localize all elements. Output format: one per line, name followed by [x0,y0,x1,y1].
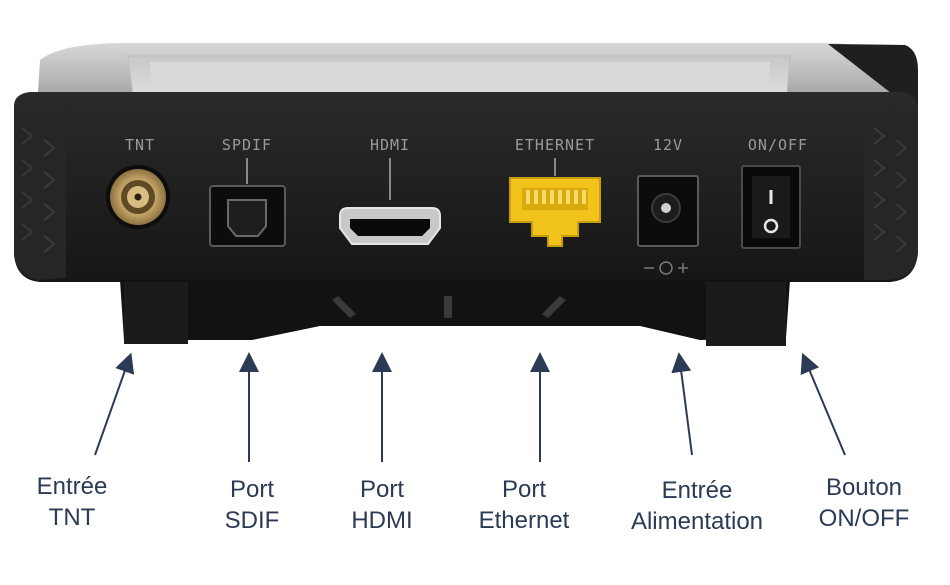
power-port-label: 12V [653,136,683,154]
polarity-symbol-icon [644,261,688,275]
callout-ethernet-line2: Ethernet [478,507,570,534]
spdif-optical-port[interactable] [209,158,286,247]
callout-power-line1: Entrée [661,477,733,504]
arrow-power [671,352,693,456]
arrow-onoff [800,352,846,456]
hdmi-port-label: HDMI [370,136,410,154]
callout-onoff: Bouton ON/OFF [800,472,928,534]
callout-onoff-line1: Bouton [825,474,903,501]
callout-ethernet: Port Ethernet [462,474,586,536]
callout-power: Entrée Alimentation [608,475,786,537]
onoff-port-label: ON/OFF [748,136,808,154]
callout-hdmi-line2: HDMI [351,507,413,534]
arrow-tnt [94,352,135,456]
callout-tnt: Entrée TNT [22,471,122,533]
callout-arrows [94,352,846,462]
callout-tnt-line2: TNT [48,504,96,531]
callout-hdmi: Port HDMI [334,474,430,536]
callout-tnt-line1: Entrée [36,473,108,500]
hdmi-port[interactable] [339,158,441,245]
tnt-coax-port[interactable] [106,165,170,229]
power-jack[interactable] [637,175,699,275]
callout-spdif: Port SDIF [204,474,300,536]
device-base [120,280,790,346]
ethernet-port[interactable] [509,158,601,247]
onoff-switch[interactable] [741,165,801,249]
callout-hdmi-line1: Port [359,476,404,503]
spdif-port-label: SPDIF [222,136,272,154]
callout-spdif-line2: SDIF [224,507,280,534]
callout-onoff-line2: ON/OFF [818,505,910,532]
callout-power-line2: Alimentation [630,508,764,535]
ethernet-port-label: ETHERNET [515,136,595,154]
callout-spdif-line1: Port [229,476,274,503]
tnt-port-label: TNT [125,136,155,154]
callout-ethernet-line1: Port [501,476,546,503]
